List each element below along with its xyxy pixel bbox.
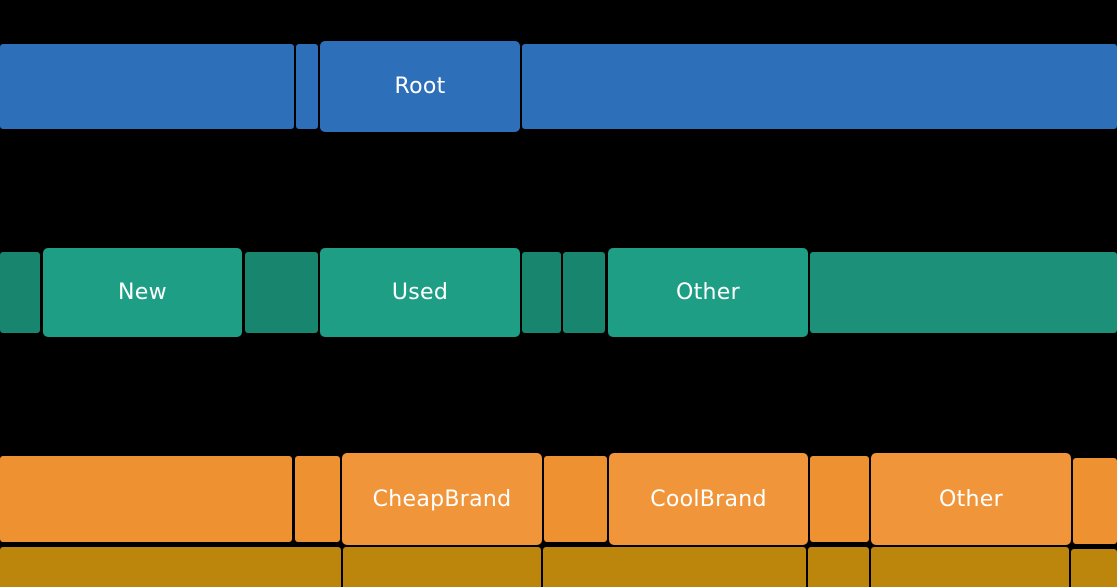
icicle-tile-root[interactable]: Root bbox=[320, 41, 520, 132]
tile-label: Other bbox=[676, 280, 740, 305]
icicle-tile[interactable] bbox=[808, 547, 869, 587]
icicle-tile[interactable] bbox=[810, 252, 1117, 333]
icicle-tile[interactable] bbox=[0, 547, 341, 587]
tile-label: Root bbox=[394, 74, 446, 99]
icicle-tile[interactable] bbox=[522, 44, 1117, 129]
icicle-tile-other-brand[interactable]: Other bbox=[871, 453, 1071, 545]
icicle-tile-new[interactable]: New bbox=[43, 248, 242, 337]
icicle-tile[interactable] bbox=[810, 456, 869, 542]
icicle-tile-cheapbrand[interactable]: CheapBrand bbox=[342, 453, 542, 545]
icicle-tile[interactable] bbox=[1073, 458, 1117, 544]
icicle-tile[interactable] bbox=[544, 456, 607, 542]
icicle-tile-coolbrand[interactable]: CoolBrand bbox=[609, 453, 808, 545]
icicle-tile-other-condition[interactable]: Other bbox=[608, 248, 808, 337]
tile-label: CheapBrand bbox=[372, 486, 512, 512]
icicle-tile[interactable] bbox=[522, 252, 561, 333]
icicle-tile[interactable] bbox=[871, 547, 1069, 587]
tile-label: Used bbox=[391, 280, 449, 305]
tile-label: CoolBrand bbox=[650, 486, 767, 512]
icicle-tile[interactable] bbox=[0, 252, 40, 333]
icicle-tile[interactable] bbox=[0, 456, 292, 542]
icicle-tile[interactable] bbox=[295, 456, 340, 542]
icicle-tile[interactable] bbox=[543, 547, 806, 587]
tile-label: Other bbox=[939, 486, 1003, 512]
icicle-tile[interactable] bbox=[245, 252, 318, 333]
icicle-tile[interactable] bbox=[1071, 549, 1117, 587]
tile-label: New bbox=[118, 280, 167, 305]
icicle-tile[interactable] bbox=[0, 44, 294, 129]
icicle-tile[interactable] bbox=[563, 252, 605, 333]
icicle-tile[interactable] bbox=[343, 547, 541, 587]
icicle-tile[interactable] bbox=[296, 44, 318, 129]
icicle-tile-used[interactable]: Used bbox=[320, 248, 520, 337]
